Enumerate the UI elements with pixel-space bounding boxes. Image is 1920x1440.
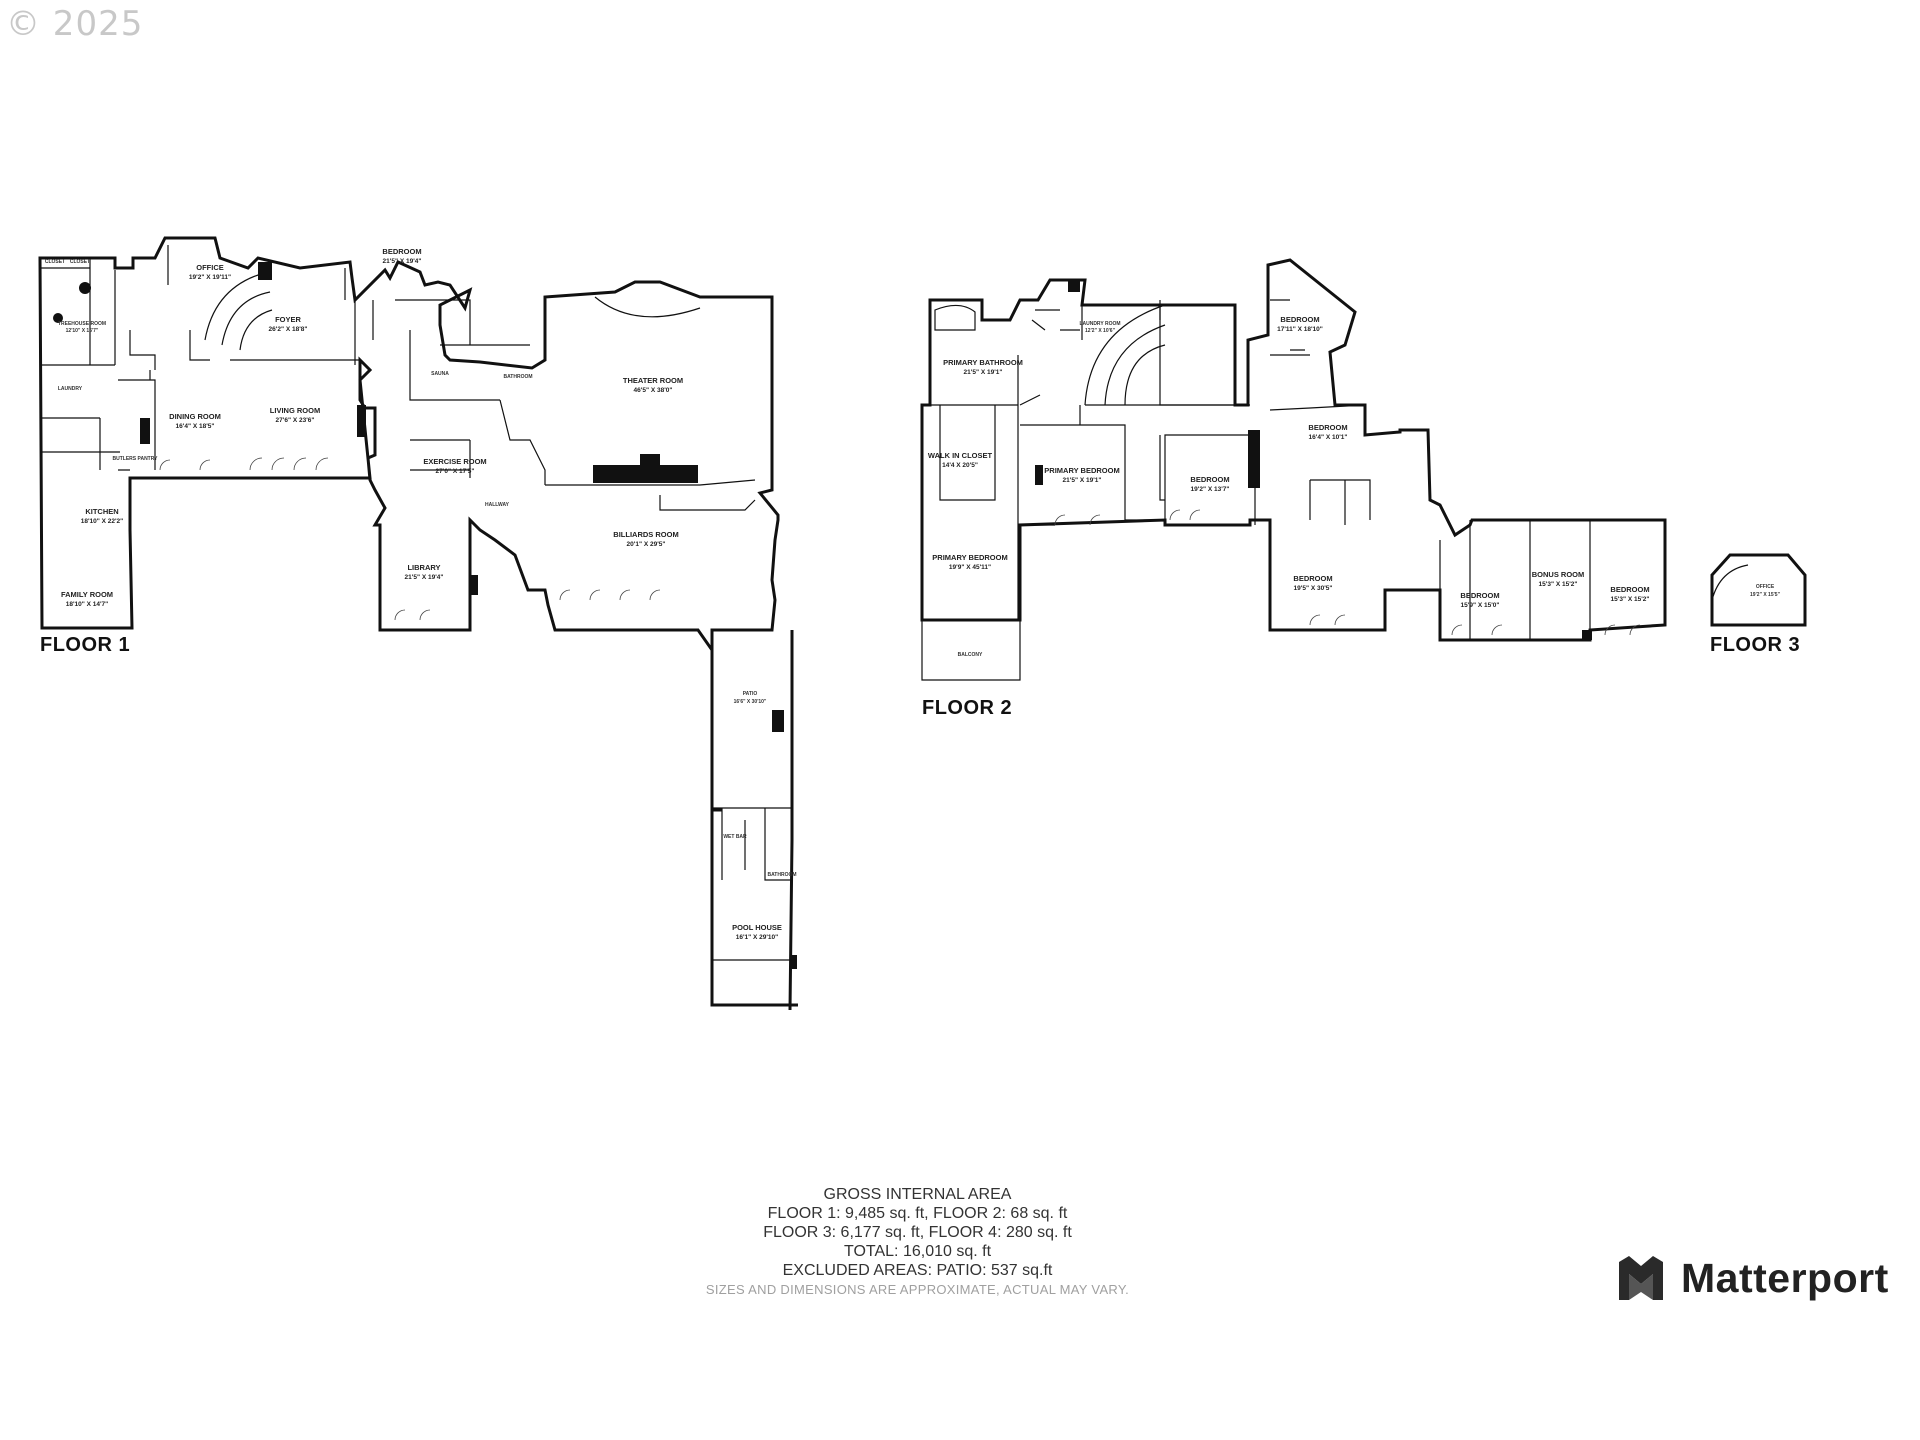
fireplace-theater-top xyxy=(640,454,660,466)
treehouse-room-dim: 12'10" X 16'7" xyxy=(66,328,99,334)
primary-bedroom-b-dim: 19'9" X 45'11" xyxy=(949,564,991,571)
chimney-bonus xyxy=(1582,630,1592,640)
foyer-dim: 26'2" X 18'8" xyxy=(269,326,308,333)
primary-bedroom-b-label: PRIMARY BEDROOM xyxy=(932,553,1007,562)
floor-2-label: FLOOR 2 xyxy=(922,697,1013,719)
living-room-label: LIVING ROOM xyxy=(270,406,320,415)
exercise-room-dim: 27'0" X 17'5" xyxy=(436,468,475,475)
theater-room-dim: 46'5" X 38'0" xyxy=(634,387,673,394)
fireplace-bedroom-3 xyxy=(1248,430,1260,488)
billiards-room-label: BILLIARDS ROOM xyxy=(613,530,678,539)
pool-house-label: POOL HOUSE xyxy=(732,923,782,932)
treehouse-room-label: TREEHOUSE ROOM xyxy=(58,321,106,327)
patio-label: PATIO xyxy=(743,691,758,697)
wet-bar-label: WET BAR xyxy=(723,834,747,840)
laundry-room-label: LAUNDRY ROOM xyxy=(1079,321,1120,327)
floor-1-label: FLOOR 1 xyxy=(40,634,131,656)
chimney-1 xyxy=(258,262,272,280)
matterport-logo-icon xyxy=(1619,1256,1663,1300)
bedroom-floor2-e-label: BEDROOM xyxy=(1460,591,1499,600)
bedroom-floor2-a-dim: 17'11" X 18'10" xyxy=(1277,326,1323,333)
area-disclaimer: SIZES AND DIMENSIONS ARE APPROXIMATE, AC… xyxy=(705,1282,1130,1297)
hallway-label: HALLWAY xyxy=(485,502,510,508)
bonus-room-dim: 15'3" X 15'2" xyxy=(1539,581,1578,588)
floor-2-plan xyxy=(920,258,1667,681)
room-labels: CLOSET CLOSET TREEHOUSE ROOM 12'10" X 16… xyxy=(45,247,1781,941)
billiards-room-dim: 20'1" X 29'5" xyxy=(627,541,666,548)
bedroom-floor2-d-dim: 19'5" X 30'5" xyxy=(1294,585,1333,592)
pool-house-fixture xyxy=(792,955,797,969)
fireplace-dining xyxy=(140,418,150,444)
walk-in-closet-label: WALK IN CLOSET xyxy=(928,451,993,460)
office-floor1-dim: 19'2" X 19'11" xyxy=(189,274,231,281)
bedroom-floor2-c-dim: 16'4" X 10'1" xyxy=(1309,434,1348,441)
foyer-label: FOYER xyxy=(275,315,301,324)
patio-fireplace xyxy=(772,710,784,732)
matterport-brand: Matterport xyxy=(1615,1250,1889,1306)
bedroom-floor1-label: BEDROOM xyxy=(382,247,421,256)
bedroom-floor1-dim: 21'5" X 19'4" xyxy=(383,258,422,265)
primary-bathroom-dim: 21'5" X 19'1" xyxy=(964,369,1003,376)
exercise-room-label: EXERCISE ROOM xyxy=(423,457,486,466)
copyright-watermark: © 2025 xyxy=(6,4,144,44)
living-room-dim: 27'6" X 23'6" xyxy=(276,417,315,424)
area-line-3: TOTAL: 16,010 sq. ft xyxy=(843,1243,992,1260)
office-floor3-dim: 19'2" X 15'5" xyxy=(1750,592,1781,598)
theater-room-label: THEATER ROOM xyxy=(623,376,683,385)
area-line-2: FLOOR 3: 6,177 sq. ft, FLOOR 4: 280 sq. … xyxy=(763,1224,1072,1241)
bedroom-floor2-f-dim: 15'3" X 15'2" xyxy=(1611,596,1650,603)
walk-in-closet-dim: 14'4 X 20'5" xyxy=(942,462,978,469)
closet-label: CLOSET xyxy=(45,259,65,265)
kitchen-label: KITCHEN xyxy=(85,507,118,516)
floor-3-plan xyxy=(1710,553,1807,627)
dining-room-dim: 16'4" X 18'5" xyxy=(176,423,215,430)
floor-3-label: FLOOR 3 xyxy=(1710,634,1801,656)
chimney-floor-2 xyxy=(1068,280,1080,292)
dining-room-label: DINING ROOM xyxy=(169,412,221,421)
gross-internal-area: GROSS INTERNAL AREA FLOOR 1: 9,485 sq. f… xyxy=(660,1185,1175,1299)
bedroom-floor2-b-dim: 19'2" X 13'7" xyxy=(1191,486,1230,493)
area-line-1: FLOOR 1: 9,485 sq. ft, FLOOR 2: 68 sq. f… xyxy=(767,1205,1068,1222)
office-floor3-label: OFFICE xyxy=(1756,584,1775,590)
fireplace-library xyxy=(470,575,478,595)
bathroom-pool-label: BATHROOM xyxy=(767,872,796,878)
fireplace-primary-bedroom xyxy=(1035,465,1043,485)
bedroom-floor2-d-label: BEDROOM xyxy=(1293,574,1332,583)
kitchen-dim: 18'10" X 22'2" xyxy=(81,518,124,525)
bedroom-floor2-a-label: BEDROOM xyxy=(1280,315,1319,324)
bedroom-floor2-f-label: BEDROOM xyxy=(1610,585,1649,594)
butlers-pantry-label: BUTLERS PANTRY xyxy=(113,456,159,462)
brand-name: Matterport xyxy=(1681,1254,1889,1301)
library-dim: 21'5" X 19'4" xyxy=(405,574,444,581)
bathroom-label: BATHROOM xyxy=(503,374,532,380)
primary-bathroom-label: PRIMARY BATHROOM xyxy=(943,358,1023,367)
bedroom-floor2-b-label: BEDROOM xyxy=(1190,475,1229,484)
library-label: LIBRARY xyxy=(407,563,440,572)
balcony-label: BALCONY xyxy=(958,652,983,658)
primary-bedroom-a-label: PRIMARY BEDROOM xyxy=(1044,466,1119,475)
sauna-label: SAUNA xyxy=(431,371,449,377)
pool-house-dim: 16'1" X 29'10" xyxy=(736,934,779,941)
open-to-below xyxy=(1159,304,1236,406)
laundry-room-dim: 12'2" X 10'6" xyxy=(1085,328,1116,334)
primary-bedroom-a-dim: 21'5" X 19'1" xyxy=(1063,477,1102,484)
fireplace-theater xyxy=(593,465,698,483)
office-floor1-label: OFFICE xyxy=(196,263,224,272)
area-line-4: EXCLUDED AREAS: PATIO: 537 sq.ft xyxy=(782,1262,1053,1279)
patio-dim: 16'6" X 30'10" xyxy=(734,699,767,705)
laundry-label: LAUNDRY xyxy=(58,386,83,392)
family-room-label: FAMILY ROOM xyxy=(61,590,113,599)
closet-label: CLOSET xyxy=(70,259,90,265)
fireplace-living xyxy=(357,405,366,437)
bedroom-floor2-c-label: BEDROOM xyxy=(1308,423,1347,432)
family-room-dim: 18'10" X 14'7" xyxy=(66,601,109,608)
fixture-dot-1 xyxy=(79,282,91,294)
fixture-dot-2 xyxy=(53,313,63,323)
bedroom-floor2-e-dim: 15'9" X 15'0" xyxy=(1461,602,1500,609)
area-heading: GROSS INTERNAL AREA xyxy=(823,1186,1012,1203)
bonus-room-label: BONUS ROOM xyxy=(1532,570,1585,579)
floor-1-plan xyxy=(38,236,798,1011)
